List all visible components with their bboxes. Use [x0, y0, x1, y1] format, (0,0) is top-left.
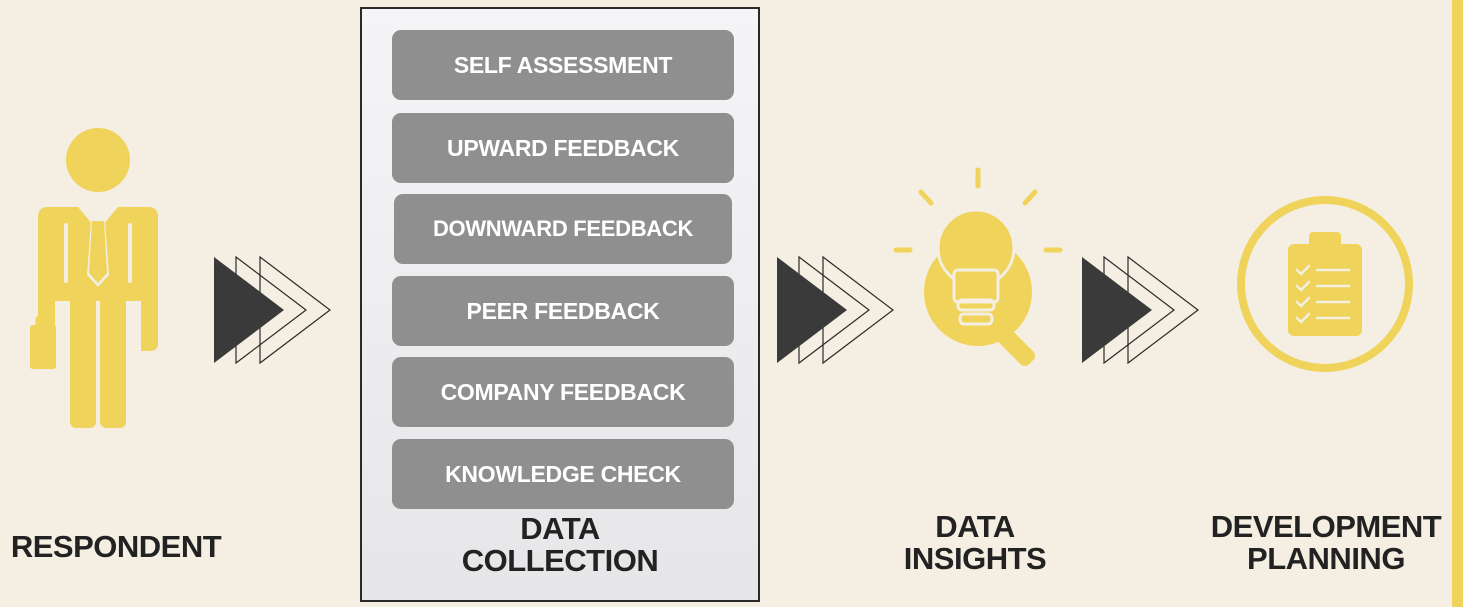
- respondent-label: RESPONDENT: [10, 529, 222, 564]
- data-collection-label: DATA COLLECTION: [362, 513, 758, 576]
- businessman-icon: [30, 128, 158, 428]
- source-company-feedback: COMPANY FEEDBACK: [392, 357, 734, 427]
- development-planning-label-line2: PLANNING: [1247, 540, 1405, 576]
- source-knowledge-check: KNOWLEDGE CHECK: [392, 439, 734, 509]
- triple-chevron-arrow-icon: [214, 255, 331, 365]
- data-collection-panel: SELF ASSESSMENT UPWARD FEEDBACK DOWNWARD…: [360, 7, 760, 602]
- source-downward-feedback: DOWNWARD FEEDBACK: [394, 194, 732, 264]
- development-planning-label-line1: DEVELOPMENT: [1210, 509, 1442, 544]
- data-collection-label-line2: COLLECTION: [461, 542, 659, 578]
- data-insights-label: DATA INSIGHTS: [870, 511, 1080, 574]
- development-planning-label: DEVELOPMENT PLANNING: [1198, 511, 1454, 574]
- source-upward-feedback: UPWARD FEEDBACK: [392, 113, 734, 183]
- source-peer-feedback: PEER FEEDBACK: [392, 276, 734, 346]
- triple-chevron-arrow-icon: [777, 255, 894, 365]
- clipboard-checklist-icon: [1237, 196, 1413, 372]
- lightbulb-magnifier-icon: [893, 167, 1063, 367]
- data-insights-label-line1: DATA: [935, 509, 1015, 544]
- triple-chevron-arrow-icon: [1082, 255, 1199, 365]
- accent-stripe: [1452, 0, 1463, 607]
- data-insights-label-line2: INSIGHTS: [903, 540, 1047, 576]
- data-collection-label-line1: DATA: [520, 511, 600, 546]
- source-self-assessment: SELF ASSESSMENT: [392, 30, 734, 100]
